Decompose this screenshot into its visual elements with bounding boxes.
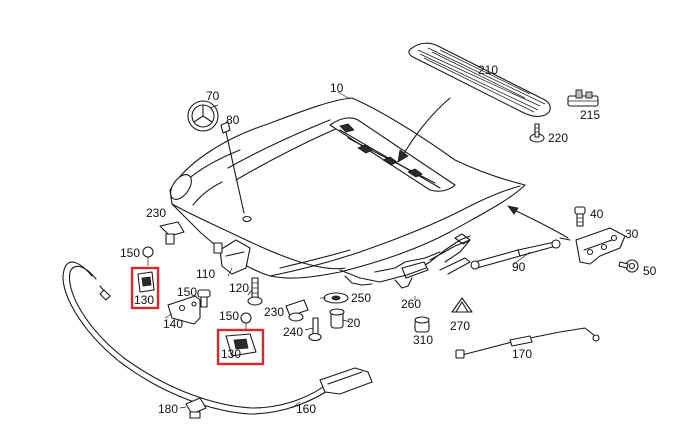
screw-150-left[interactable] (142, 246, 154, 266)
screw-150-lower[interactable] (240, 312, 252, 330)
label-250: 250 (351, 291, 371, 305)
latch-130-lower[interactable] (216, 328, 265, 366)
label-210: 210 (478, 63, 498, 77)
bolt-120[interactable] (247, 277, 263, 306)
label-215: 215 (580, 108, 600, 122)
clip-250[interactable] (323, 292, 349, 304)
label-140: 140 (163, 317, 183, 331)
label-130-lower: 130 (221, 347, 241, 361)
label-150-middle: 150 (177, 285, 197, 299)
bolt-40[interactable] (574, 206, 586, 227)
plug-20[interactable] (329, 308, 345, 329)
grille-arrow-head (397, 149, 409, 163)
label-120: 120 (229, 281, 249, 295)
striker-bracket-140[interactable] (167, 295, 201, 325)
gas-strut[interactable] (470, 239, 561, 270)
release-rod-170[interactable] (455, 327, 600, 359)
grille-arrow (402, 97, 451, 156)
label-70: 70 (206, 89, 220, 103)
label-80: 80 (226, 113, 240, 127)
label-50: 50 (643, 264, 657, 278)
label-240: 240 (283, 325, 303, 339)
emblem-clip-80[interactable] (220, 121, 245, 214)
label-150-left: 150 (120, 246, 140, 260)
clip-180[interactable] (185, 397, 207, 419)
label-180: 180 (158, 402, 178, 416)
label-90: 90 (512, 260, 526, 274)
label-310: 310 (413, 333, 433, 347)
screw-220[interactable] (529, 123, 545, 143)
label-130-left: 130 (134, 293, 154, 307)
hood-inner-frame (339, 233, 471, 289)
bump-stop-230-left[interactable] (159, 221, 185, 245)
hinge-arrow (511, 208, 569, 239)
hood-hinge[interactable] (559, 227, 626, 265)
bump-stop-230-right[interactable] (285, 299, 309, 322)
bolt-50[interactable] (618, 259, 639, 273)
hinge-arrow-head (507, 205, 519, 215)
label-260: 260 (401, 297, 421, 311)
label-30: 30 (625, 227, 639, 241)
label-150-lower: 150 (219, 309, 239, 323)
grille-insert[interactable] (408, 42, 551, 117)
clip-215[interactable] (567, 89, 599, 107)
screw-150-middle[interactable] (197, 289, 211, 308)
release-cable-160[interactable] (62, 261, 373, 415)
label-230-right: 230 (264, 305, 284, 319)
screw-240[interactable] (308, 317, 322, 342)
label-220: 220 (548, 131, 568, 145)
star-emblem[interactable] (187, 100, 219, 132)
plug-310[interactable] (414, 316, 430, 333)
label-230-left: 230 (146, 206, 166, 220)
leader-lines (164, 91, 531, 409)
latch-130-left[interactable] (130, 266, 160, 310)
label-170: 170 (512, 347, 532, 361)
label-110: 110 (196, 267, 215, 281)
label-270: 270 (450, 319, 470, 333)
label-10: 10 (330, 81, 344, 95)
hood-scoop (329, 117, 456, 192)
label-20: 20 (347, 316, 361, 330)
clip-260[interactable] (401, 261, 429, 279)
part-labels: 10 210 215 220 70 80 230 40 30 50 90 150… (120, 63, 657, 416)
label-160: 160 (296, 402, 316, 416)
clip-270[interactable] (451, 297, 473, 313)
latch-bracket-110[interactable] (213, 239, 251, 275)
label-40: 40 (590, 207, 604, 221)
